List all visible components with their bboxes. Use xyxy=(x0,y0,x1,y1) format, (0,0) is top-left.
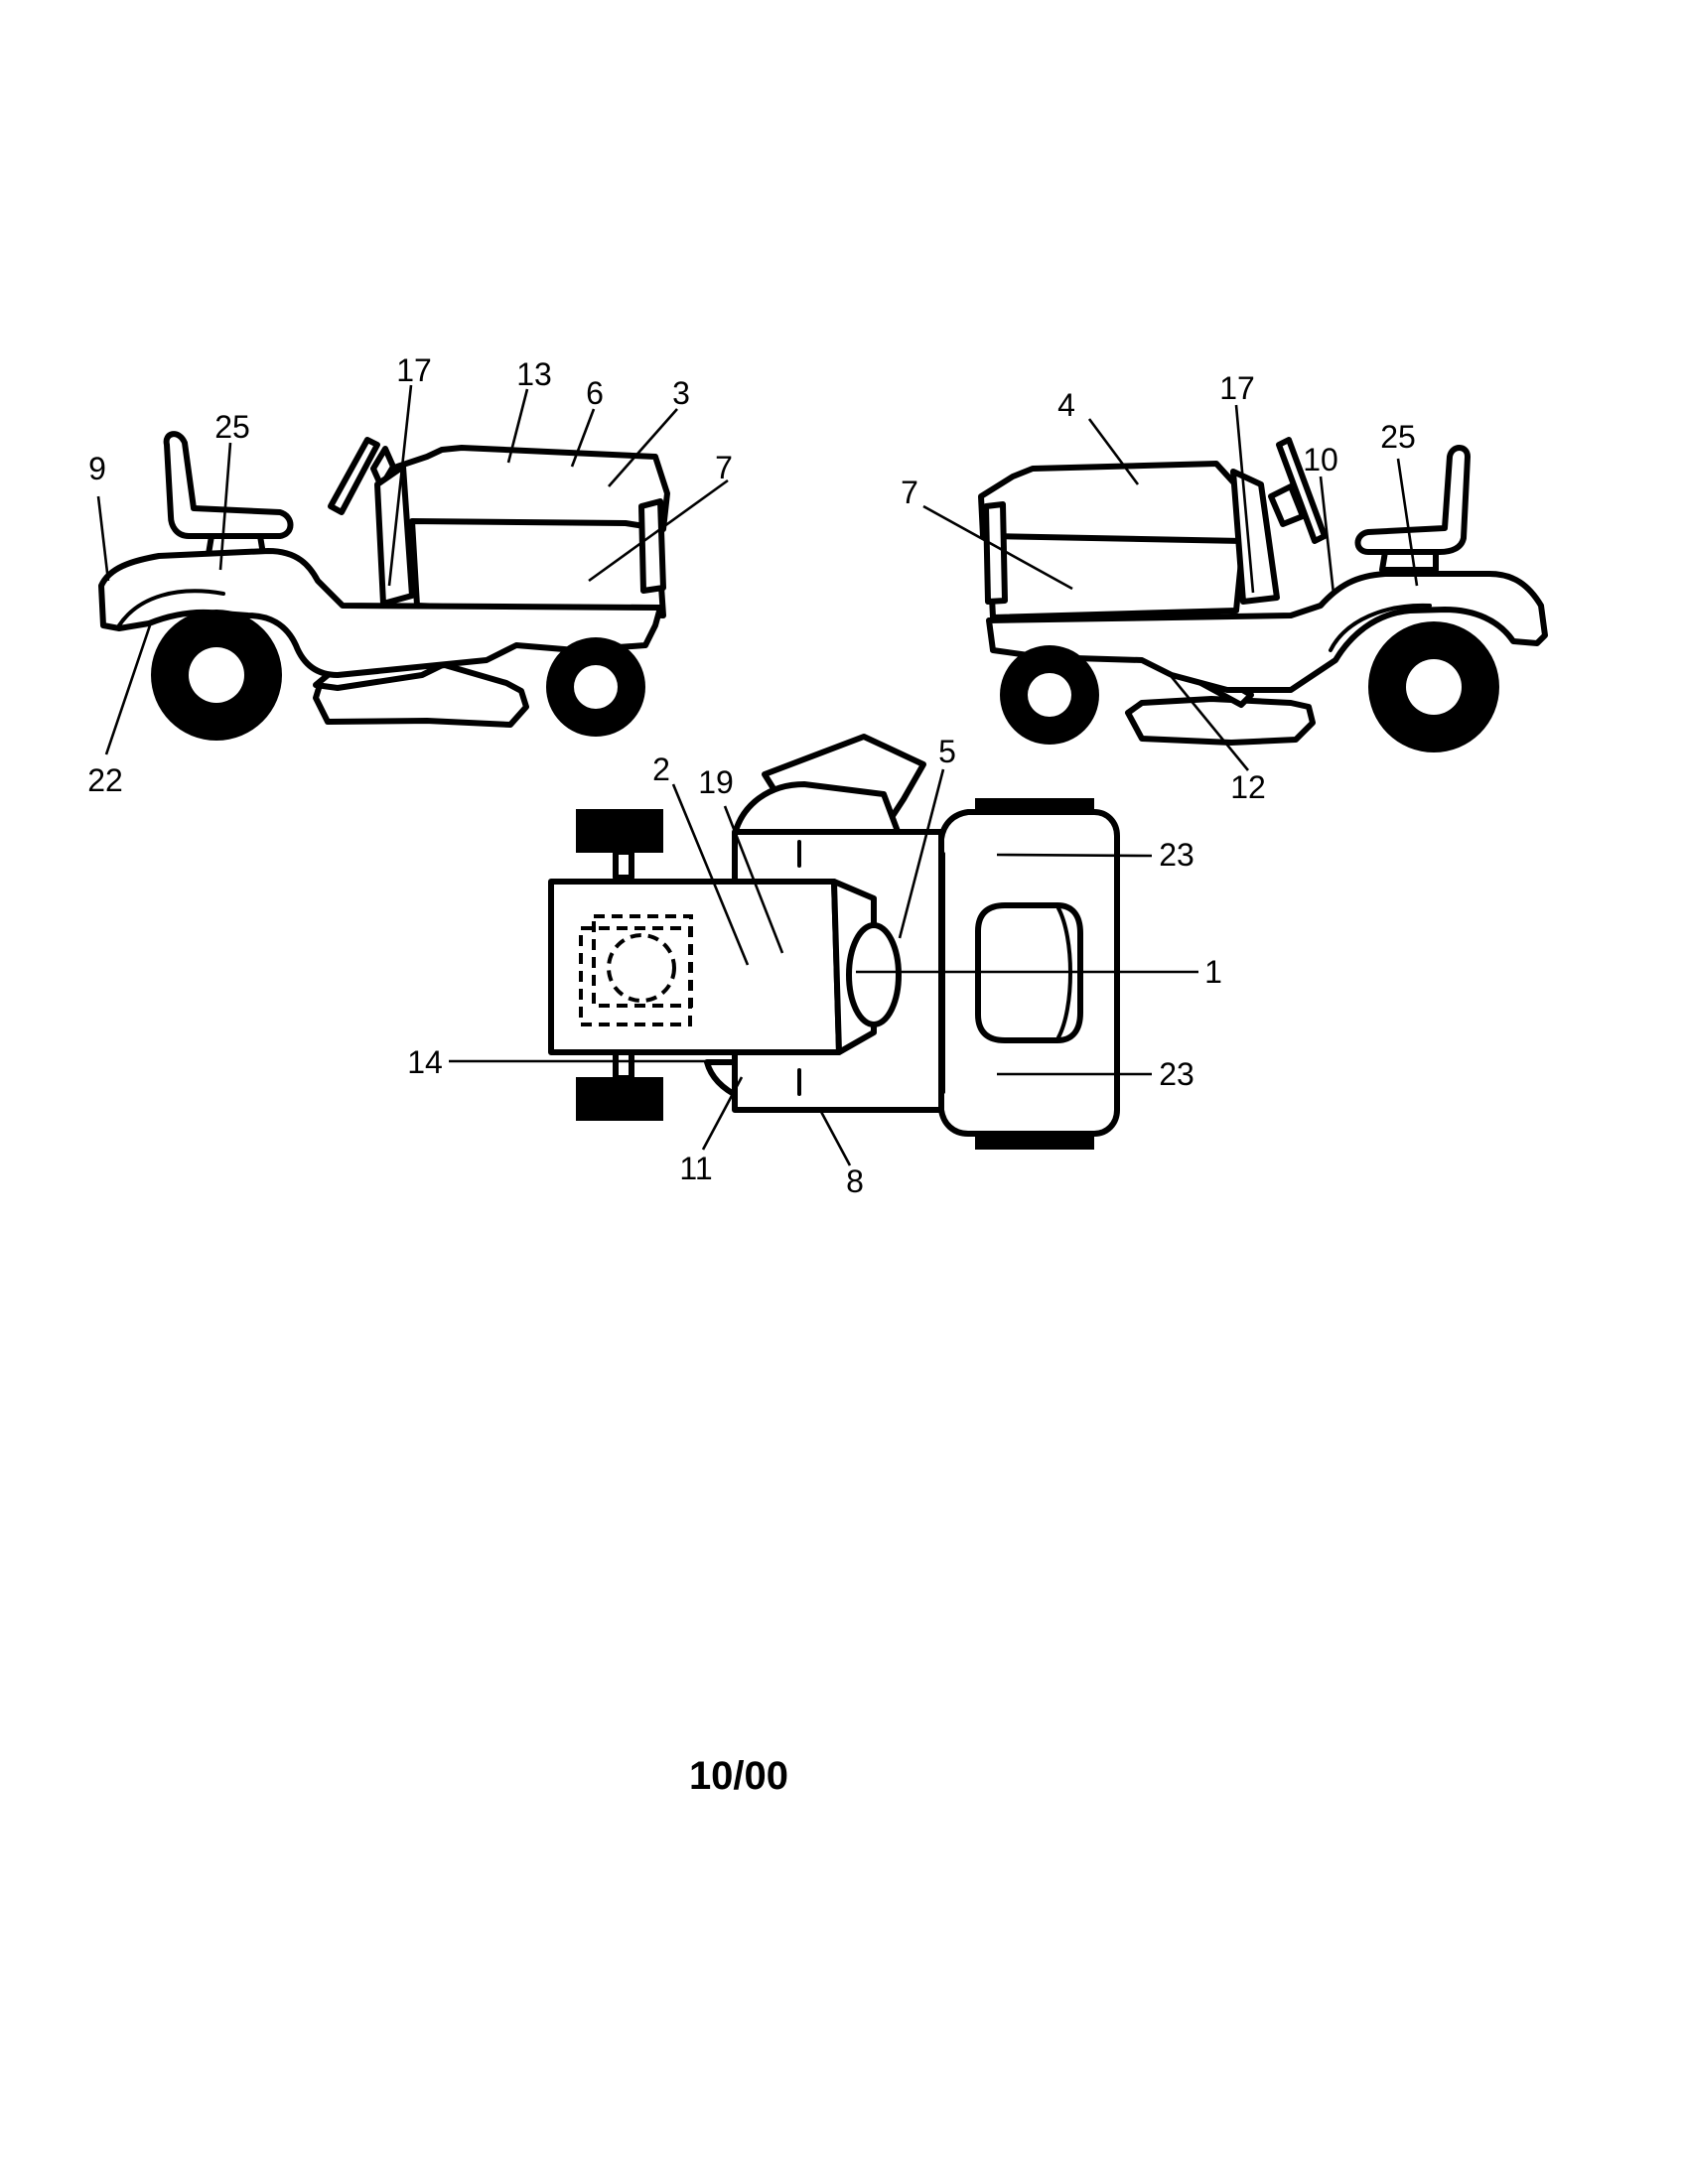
leader-2 xyxy=(671,783,750,966)
leader-5 xyxy=(898,768,945,939)
steering-column xyxy=(1268,483,1306,527)
seat xyxy=(1354,445,1471,555)
steering-wheel xyxy=(328,437,380,515)
hood xyxy=(394,445,670,532)
callout-10: 10 xyxy=(1303,442,1338,478)
leader-17-right xyxy=(1234,404,1255,594)
hood-side-panel xyxy=(986,533,1246,620)
callout-14: 14 xyxy=(407,1044,443,1080)
hood xyxy=(978,461,1249,544)
leader-11 xyxy=(701,1076,744,1151)
body-fender-line xyxy=(1329,603,1432,652)
callout-17-left: 17 xyxy=(396,352,432,388)
leader-22 xyxy=(104,621,153,755)
callout-labels: 17 13 6 3 25 9 7 22 4 17 10 25 7 12 2 19… xyxy=(87,352,1416,1199)
callout-2: 2 xyxy=(652,751,670,787)
dash-panel xyxy=(1230,469,1280,605)
callout-13: 13 xyxy=(516,356,552,392)
leader-13 xyxy=(506,388,529,464)
callout-4: 4 xyxy=(1057,387,1075,423)
leader-25-right xyxy=(1396,458,1419,587)
hood-front-strip xyxy=(638,498,666,594)
callout-1: 1 xyxy=(1204,954,1222,990)
callout-3: 3 xyxy=(672,375,690,411)
front-axle-bottom xyxy=(613,1049,634,1081)
leader-4 xyxy=(1087,418,1140,485)
leader-7-right xyxy=(922,504,1073,591)
callout-22: 22 xyxy=(87,762,123,798)
front-axle-top xyxy=(613,849,634,881)
engine-outline-outer xyxy=(579,926,692,1026)
hood-side-panel xyxy=(409,518,666,618)
seat xyxy=(163,431,294,539)
leader-12 xyxy=(1170,676,1250,771)
callout-6: 6 xyxy=(586,375,604,411)
callout-8: 8 xyxy=(846,1163,864,1199)
side-discharge-top xyxy=(732,781,902,837)
rear-wheel-hub xyxy=(189,647,244,703)
callout-23-bottom: 23 xyxy=(1159,1056,1194,1092)
leader-23-top xyxy=(996,853,1153,858)
callout-12: 12 xyxy=(1230,769,1266,805)
callout-17-right: 17 xyxy=(1219,370,1255,406)
engine-outline-inner xyxy=(592,914,693,1008)
callout-5: 5 xyxy=(938,734,956,769)
engine-flywheel-outline xyxy=(607,933,676,1003)
body-frame xyxy=(986,571,1548,693)
hood-front-strip xyxy=(983,501,1008,605)
callout-23-top: 23 xyxy=(1159,837,1194,873)
callout-11: 11 xyxy=(679,1151,712,1186)
callout-25-right: 25 xyxy=(1380,419,1416,455)
callout-19: 19 xyxy=(698,764,734,800)
leader-10 xyxy=(1319,476,1335,595)
front-tire-top xyxy=(576,809,663,853)
tractor-left-side-view xyxy=(98,431,670,741)
leader-19 xyxy=(723,805,784,954)
leader-7-left xyxy=(588,478,729,583)
steering-wheel-top xyxy=(846,922,902,1027)
callout-7-left: 7 xyxy=(715,450,733,485)
callout-7-right: 7 xyxy=(901,475,918,510)
leader-6 xyxy=(570,408,596,468)
front-tire-bottom xyxy=(576,1077,663,1121)
footer-date: 10/00 xyxy=(689,1754,788,1798)
leader-9 xyxy=(96,495,110,582)
front-wheel-hub xyxy=(1028,673,1071,717)
body-fender-line xyxy=(117,589,225,627)
mower-deck xyxy=(1125,696,1316,746)
tractor-top-view xyxy=(548,734,1120,1150)
rear-wheel-hub xyxy=(1406,659,1462,715)
front-wheel-hub xyxy=(574,665,618,709)
leader-17-left xyxy=(387,384,413,587)
leader-25-left xyxy=(218,442,232,571)
callout-9: 9 xyxy=(88,451,106,486)
tractor-right-side-view xyxy=(978,437,1548,752)
leader-8 xyxy=(818,1109,852,1166)
leader-3 xyxy=(608,408,678,487)
seat-post xyxy=(1379,549,1439,573)
leader-lines xyxy=(96,384,1419,1166)
callout-25-left: 25 xyxy=(214,409,250,445)
